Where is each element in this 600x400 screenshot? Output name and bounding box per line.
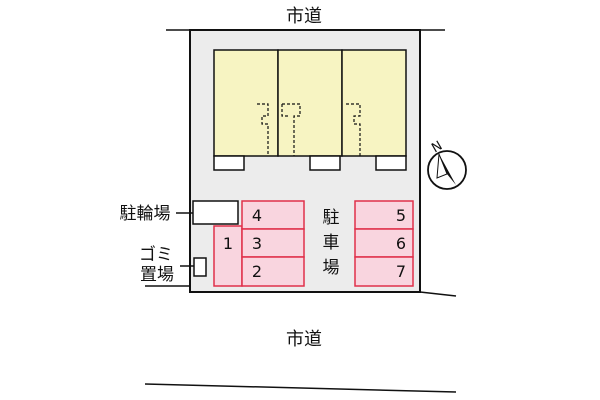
stall-5-number: 5 xyxy=(396,206,406,225)
entrance-pad-2 xyxy=(309,155,341,171)
lower-road-edge-right xyxy=(419,291,457,297)
bicycle-parking-label: 駐輪場 xyxy=(120,204,171,224)
garbage-label-line2: 置場 xyxy=(140,265,174,285)
north-arrow: N xyxy=(427,139,467,190)
stall-1-number: 1 xyxy=(223,234,233,253)
parking-label-char-3: 場 xyxy=(323,258,340,278)
stall-6-box xyxy=(354,228,414,258)
stall-1-box xyxy=(213,225,243,287)
stall-7-box xyxy=(354,256,414,287)
stair-outline-1 xyxy=(257,103,269,156)
stall-3-number: 3 xyxy=(252,234,262,253)
parking-stall-3: 3 xyxy=(241,228,305,258)
stall-5-box xyxy=(354,200,414,230)
garbage-label-line1: ゴミ xyxy=(139,244,173,265)
parking-label-char-2: 車 xyxy=(323,233,340,253)
bicycle-parking-area xyxy=(192,200,239,225)
parking-stall-1: 1 xyxy=(213,225,243,287)
stall-7-number: 7 xyxy=(396,262,406,281)
stall-2-box xyxy=(241,256,305,287)
building xyxy=(213,49,407,171)
building-unit-2 xyxy=(277,49,343,157)
entrance-pad-3 xyxy=(375,155,407,171)
parking-stall-7: 7 xyxy=(354,256,414,287)
compass-needle-light-icon xyxy=(436,153,448,179)
bottom-road-line xyxy=(144,383,457,393)
top-road-label: 市道 xyxy=(286,6,322,27)
parking-label-char-1: 駐 xyxy=(323,208,340,228)
building-unit-3 xyxy=(341,49,407,157)
stair-outline-3 xyxy=(346,103,361,156)
entrance-pad-1 xyxy=(213,155,245,171)
parking-stall-6: 6 xyxy=(354,228,414,258)
stall-4-number: 4 xyxy=(252,206,262,225)
parking-stall-4: 4 xyxy=(241,200,305,230)
parking-stall-5: 5 xyxy=(354,200,414,230)
stall-4-box xyxy=(241,200,305,230)
stall-6-number: 6 xyxy=(396,234,406,253)
bottom-road-label: 市道 xyxy=(286,329,322,350)
parking-stall-2: 2 xyxy=(241,256,305,287)
garbage-area xyxy=(193,257,207,277)
stall-2-number: 2 xyxy=(252,262,262,281)
stair-outline-2 xyxy=(281,103,301,156)
building-unit-1 xyxy=(213,49,279,157)
